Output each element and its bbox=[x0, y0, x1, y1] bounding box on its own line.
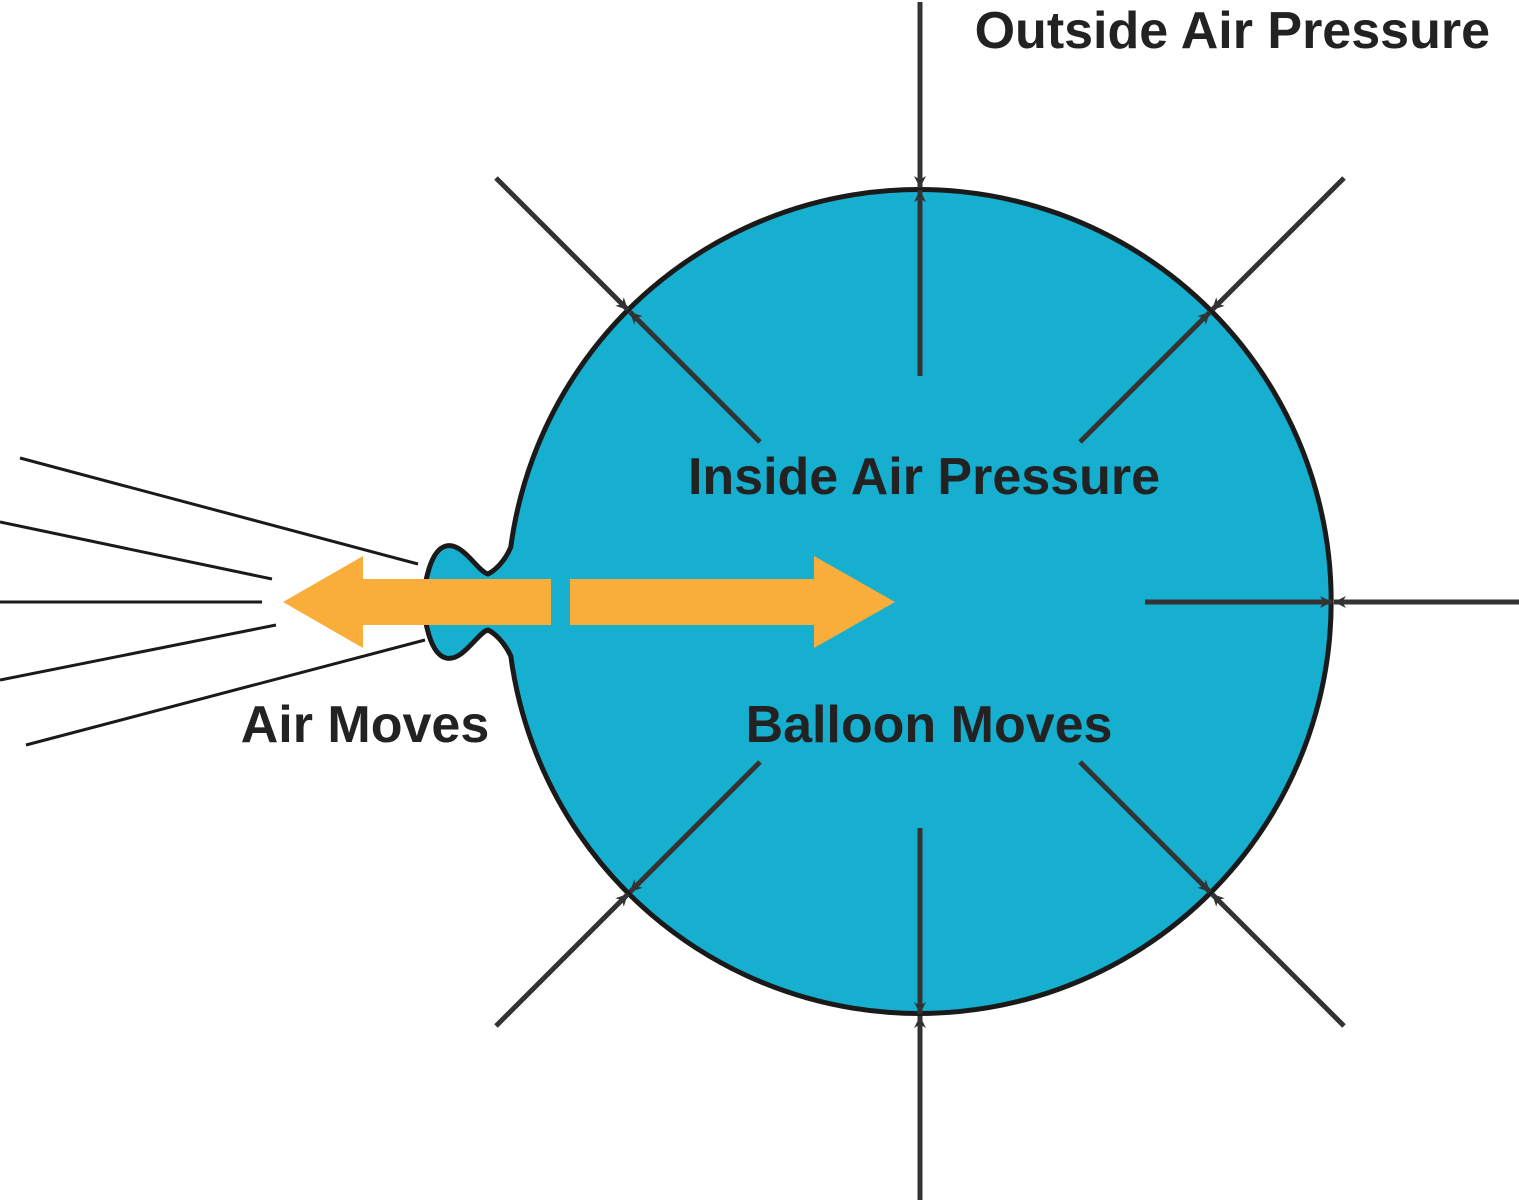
outside-arrow-top-left bbox=[494, 176, 630, 312]
motion-arrows bbox=[283, 556, 895, 648]
outside-pressure-arrows bbox=[494, 2, 1519, 1200]
exhaust-lines bbox=[0, 456, 426, 747]
outside-arrow-top-right bbox=[1210, 176, 1346, 312]
outside-arrow-bottom-left bbox=[494, 892, 630, 1028]
air-moves-label: Air Moves bbox=[241, 696, 490, 754]
inside-pressure-label: Inside Air Pressure bbox=[688, 448, 1160, 506]
exhaust-line bbox=[19, 456, 419, 566]
air-moves-arrow bbox=[283, 556, 551, 648]
inside-arrow-bottom-right bbox=[1078, 760, 1212, 894]
exhaust-line bbox=[0, 520, 273, 581]
exhaust-line bbox=[25, 638, 426, 747]
outside-arrow-bottom-right bbox=[1210, 892, 1346, 1028]
inside-arrow-bottom-left bbox=[628, 760, 762, 894]
inside-arrow-top-left bbox=[628, 310, 762, 444]
balloon-moves-arrow bbox=[570, 556, 895, 648]
exhaust-line bbox=[0, 623, 277, 682]
inside-arrow-top-right bbox=[1078, 310, 1212, 444]
outside-pressure-label: Outside Air Pressure bbox=[975, 2, 1490, 60]
inside-pressure-arrows bbox=[628, 190, 1332, 1014]
balloon-moves-label: Balloon Moves bbox=[746, 696, 1113, 754]
